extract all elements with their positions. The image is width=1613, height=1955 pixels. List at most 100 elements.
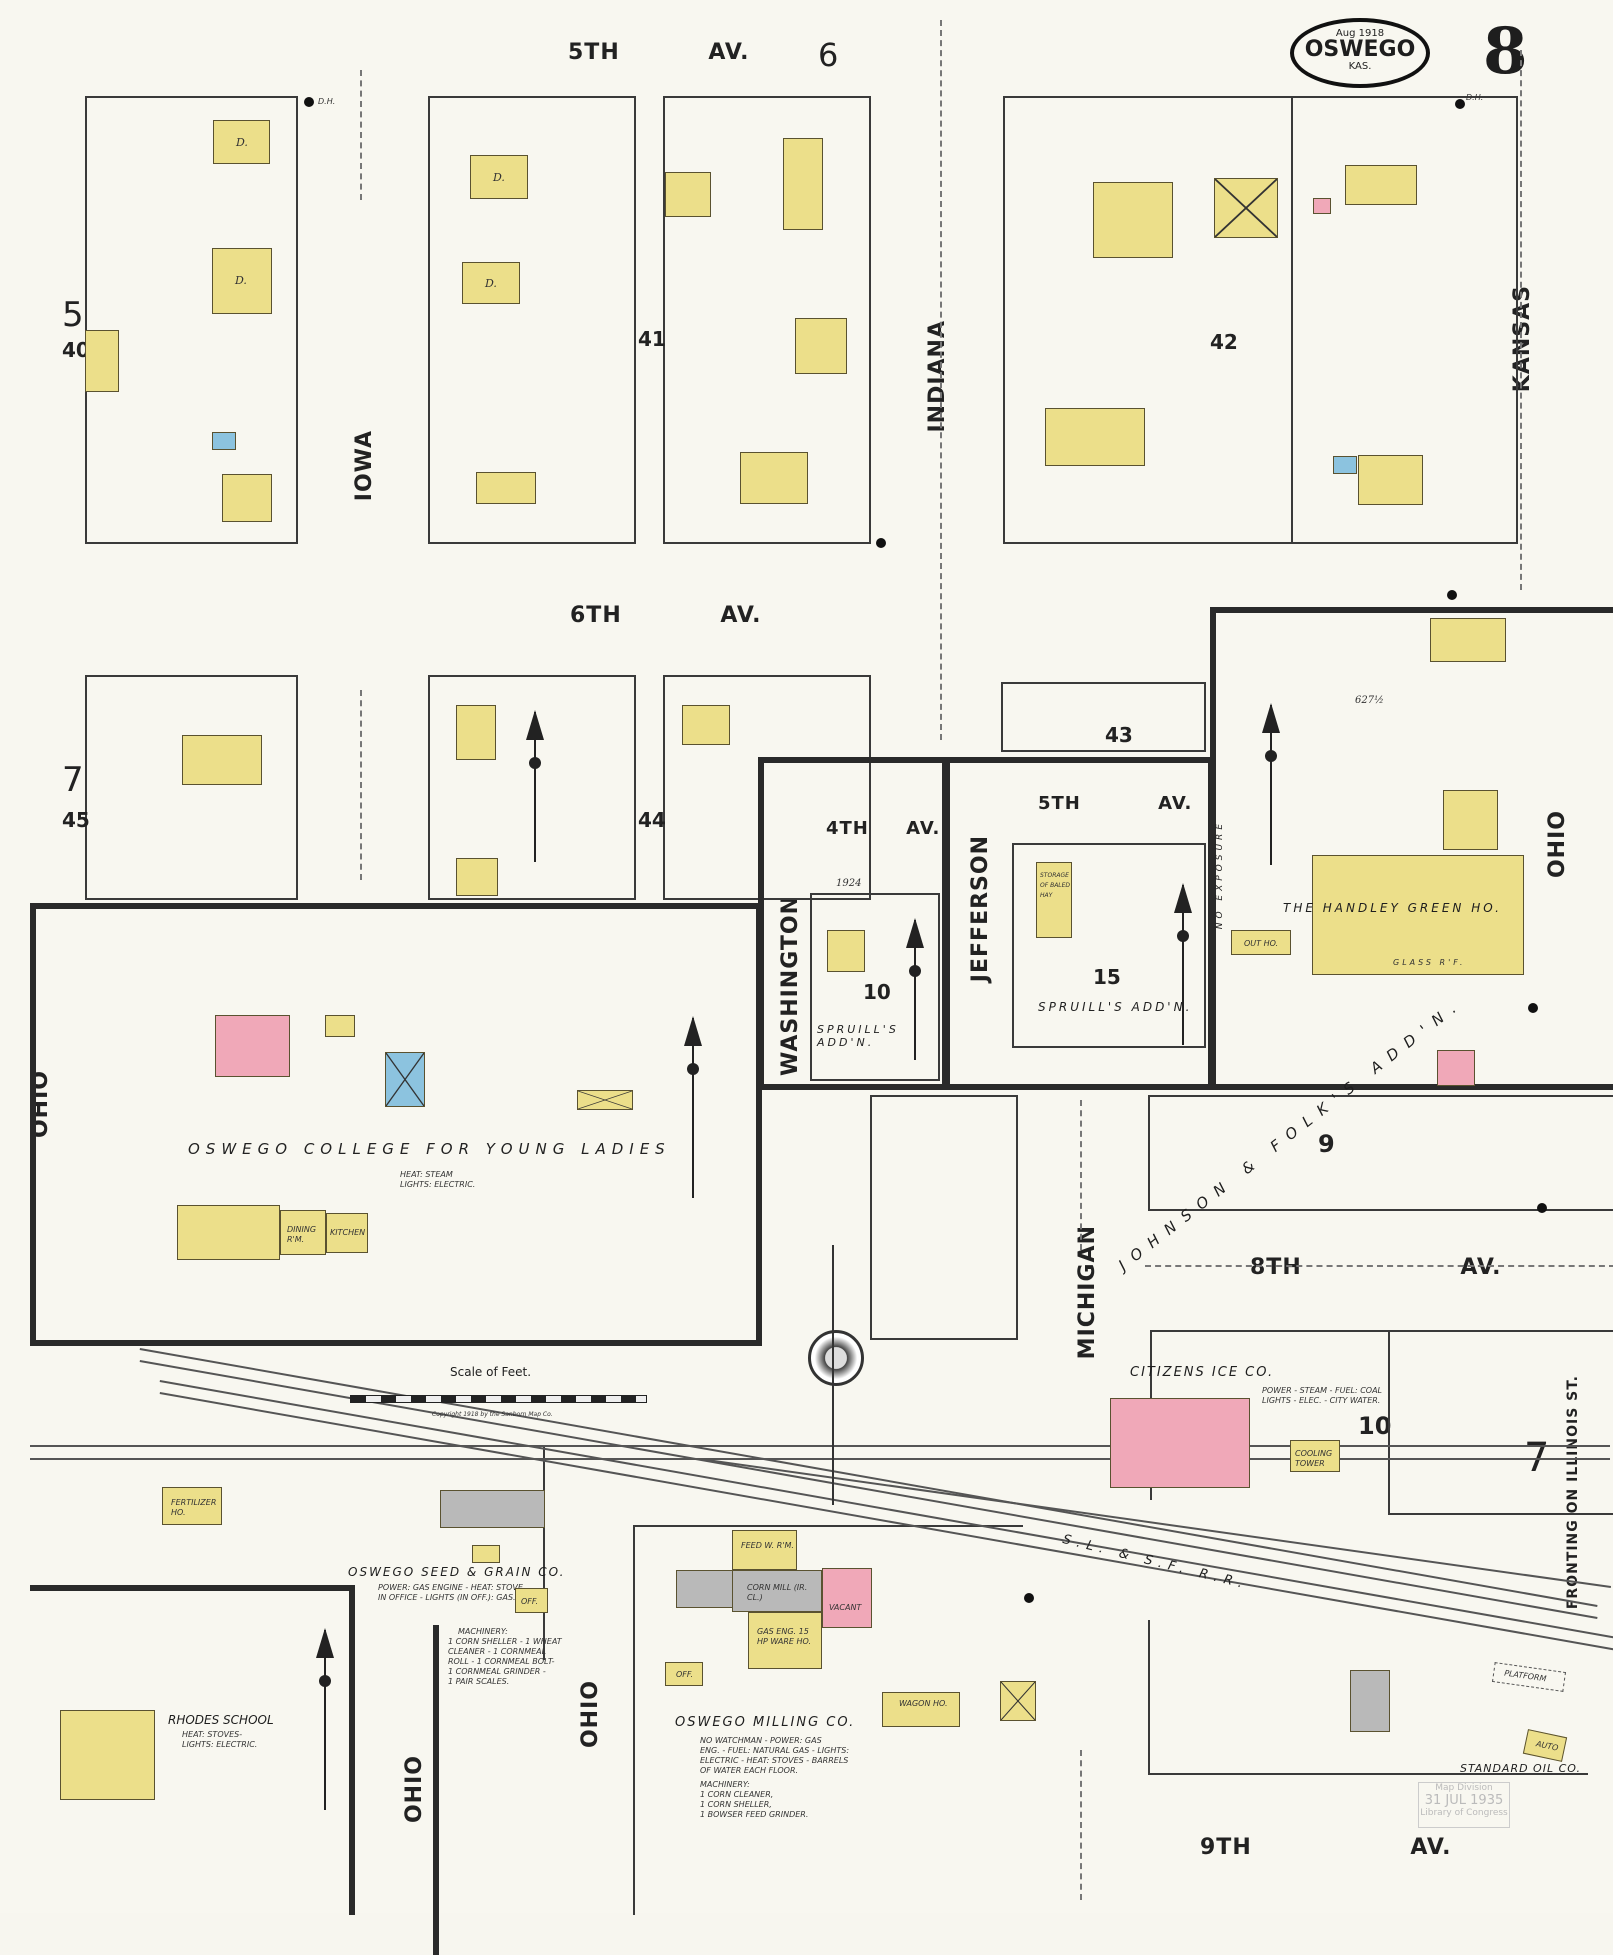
water-pipe [1080, 1100, 1082, 1250]
compass-needle [832, 1245, 834, 1505]
dwelling [1443, 790, 1498, 850]
dry-hydrant [876, 538, 886, 548]
milling-note: OF WATER EACH FLOOR. [700, 1766, 799, 1775]
seed-grain-office: OFF. [515, 1588, 548, 1613]
dwelling [456, 858, 498, 896]
college-note-heat: HEAT: STEAM [400, 1170, 453, 1179]
block-number-9: 9 [1318, 1130, 1335, 1158]
water-pipe [940, 20, 942, 740]
cartouche-city: OSWEGO [1304, 37, 1416, 62]
college-boundary [30, 903, 762, 1346]
seed-grain-machinery: CLEANER - 1 CORNMEAL [448, 1647, 547, 1656]
out-house: OUT HO. [1231, 930, 1291, 955]
outbuilding-brick [1313, 198, 1331, 214]
ice-plant [1110, 1398, 1250, 1488]
dwelling [1345, 165, 1417, 205]
block-10-east [1388, 1330, 1613, 1515]
block-40 [85, 96, 298, 544]
scale-bar [350, 1395, 647, 1403]
compass-rose-icon [808, 1330, 864, 1386]
dwelling [222, 474, 272, 522]
block-number-10-east: 10 [1358, 1412, 1392, 1440]
dry-hydrant [1447, 590, 1457, 600]
dwelling [795, 318, 847, 374]
milling-machinery: 1 CORN CLEANER, [700, 1790, 774, 1799]
scale-title: Scale of Feet. [450, 1365, 532, 1379]
mill-warehouse: GAS ENG. 15 HP WARE HO. [748, 1612, 822, 1669]
block-44-west [428, 675, 636, 900]
outbuilding-stone [212, 432, 236, 450]
dwelling: D. [470, 155, 528, 199]
rhodes-note: HEAT: STOVES- [182, 1730, 243, 1739]
mill-feed-room: FEED W. R'M. [732, 1530, 797, 1570]
block-number-10-washington: 10 [863, 980, 891, 1004]
dwelling: D. [213, 120, 270, 164]
block-43 [1001, 682, 1206, 752]
north-arrow-icon [526, 710, 544, 862]
street-ohio-bottom-center: OHIO [578, 1680, 603, 1749]
street-iowa: IOWA [352, 430, 377, 502]
milling-machinery: 1 BOWSER FEED GRINDER. [700, 1810, 809, 1819]
street-michigan: MICHIGAN [1075, 1225, 1100, 1360]
water-pipe [1520, 50, 1522, 590]
wagon-house: WAGON HO. [882, 1692, 960, 1727]
scale-copyright: Copyright 1918 by the Sanborn Map Co. [432, 1411, 553, 1418]
milling-machinery: 1 CORN SHELLER, [700, 1800, 772, 1809]
cartouche-state: KAS. [1348, 61, 1372, 72]
dwelling: D. [212, 248, 272, 314]
college-building-c [385, 1052, 425, 1107]
railroad-label: S.L. & S.F. R.R. [1061, 1532, 1250, 1593]
block-41-east [663, 96, 871, 544]
seed-grain-machinery: 1 CORNMEAL GRINDER - [448, 1667, 546, 1676]
dh-label: D.H. [1466, 93, 1484, 102]
spruill-addition-10: SPRUILL'S ADD'N. [817, 1023, 899, 1049]
seed-grain-machinery-title: MACHINERY: [458, 1627, 508, 1636]
address-label: 627½ [1355, 695, 1384, 706]
seed-grain-machinery: 1 CORN SHELLER - 1 WHEAT [448, 1637, 562, 1646]
seed-grain-note: POWER: GAS ENGINE - HEAT: STOVE [378, 1583, 523, 1592]
dwelling [1045, 408, 1145, 466]
handley-greenhouse: THE HANDLEY GREEN HO. GLASS R'F. [1283, 855, 1524, 975]
street-6th-av: 6TH AV. [570, 603, 762, 628]
block-number-42: 42 [1210, 330, 1238, 354]
block-45 [85, 675, 298, 900]
dry-hydrant [1528, 1003, 1538, 1013]
year-label: 1924 [836, 878, 862, 889]
greenhouse-roof: GLASS R'F. [1393, 958, 1466, 967]
mill-oils-vacant: VACANT [822, 1568, 872, 1628]
street-4th-av: 4TH AV. [826, 818, 941, 839]
dry-hydrant [1537, 1203, 1547, 1213]
college-note-lights: LIGHTS: ELECTRIC. [400, 1180, 476, 1189]
corn-mill: CORN MILL (IR. CL.) [732, 1570, 822, 1612]
block-9 [1148, 1095, 1613, 1211]
railroad-track [30, 1445, 1610, 1447]
north-arrow-icon [316, 1628, 334, 1810]
seed-grain-machinery: 1 PAIR SCALES. [448, 1677, 510, 1686]
dry-hydrant [304, 97, 314, 107]
north-arrow-icon [1262, 703, 1280, 865]
map-sheet: Aug 1918 OSWEGO KAS. 8 5TH AV. 6 6TH AV.… [28, 14, 1613, 1955]
college-main-building [177, 1205, 280, 1260]
block-42 [1003, 96, 1518, 544]
rhodes-note: LIGHTS: ELECTRIC. [182, 1740, 258, 1749]
block-15-inner [1012, 843, 1206, 1048]
library-stamp: Map Division 31 JUL 1935 Library of Cong… [1418, 1782, 1510, 1828]
adjacent-sheet-7-left: 7 [62, 760, 85, 800]
rhodes-school-building [60, 1710, 155, 1800]
cottage-b [325, 1015, 355, 1037]
mill-office: OFF. [665, 1662, 703, 1686]
block-number-45: 45 [62, 808, 90, 832]
college-building-f [577, 1090, 633, 1110]
college-name: OSWEGO COLLEGE FOR YOUNG LADIES [188, 1140, 671, 1158]
north-arrow-icon [906, 918, 924, 1060]
block-standard-oil [1148, 1620, 1588, 1775]
street-9th-av: 9TH AV. [1200, 1835, 1452, 1860]
title-cartouche: Aug 1918 OSWEGO KAS. [1290, 18, 1430, 88]
garage-frame [1214, 178, 1278, 238]
block-44-east [663, 675, 871, 900]
no-exposure-label: NO EXPOSURE [1215, 820, 1225, 930]
water-pipe [360, 690, 362, 880]
block-number-44: 44 [638, 808, 666, 832]
block-number-41: 41 [638, 327, 666, 351]
block-milling [633, 1525, 1023, 1915]
